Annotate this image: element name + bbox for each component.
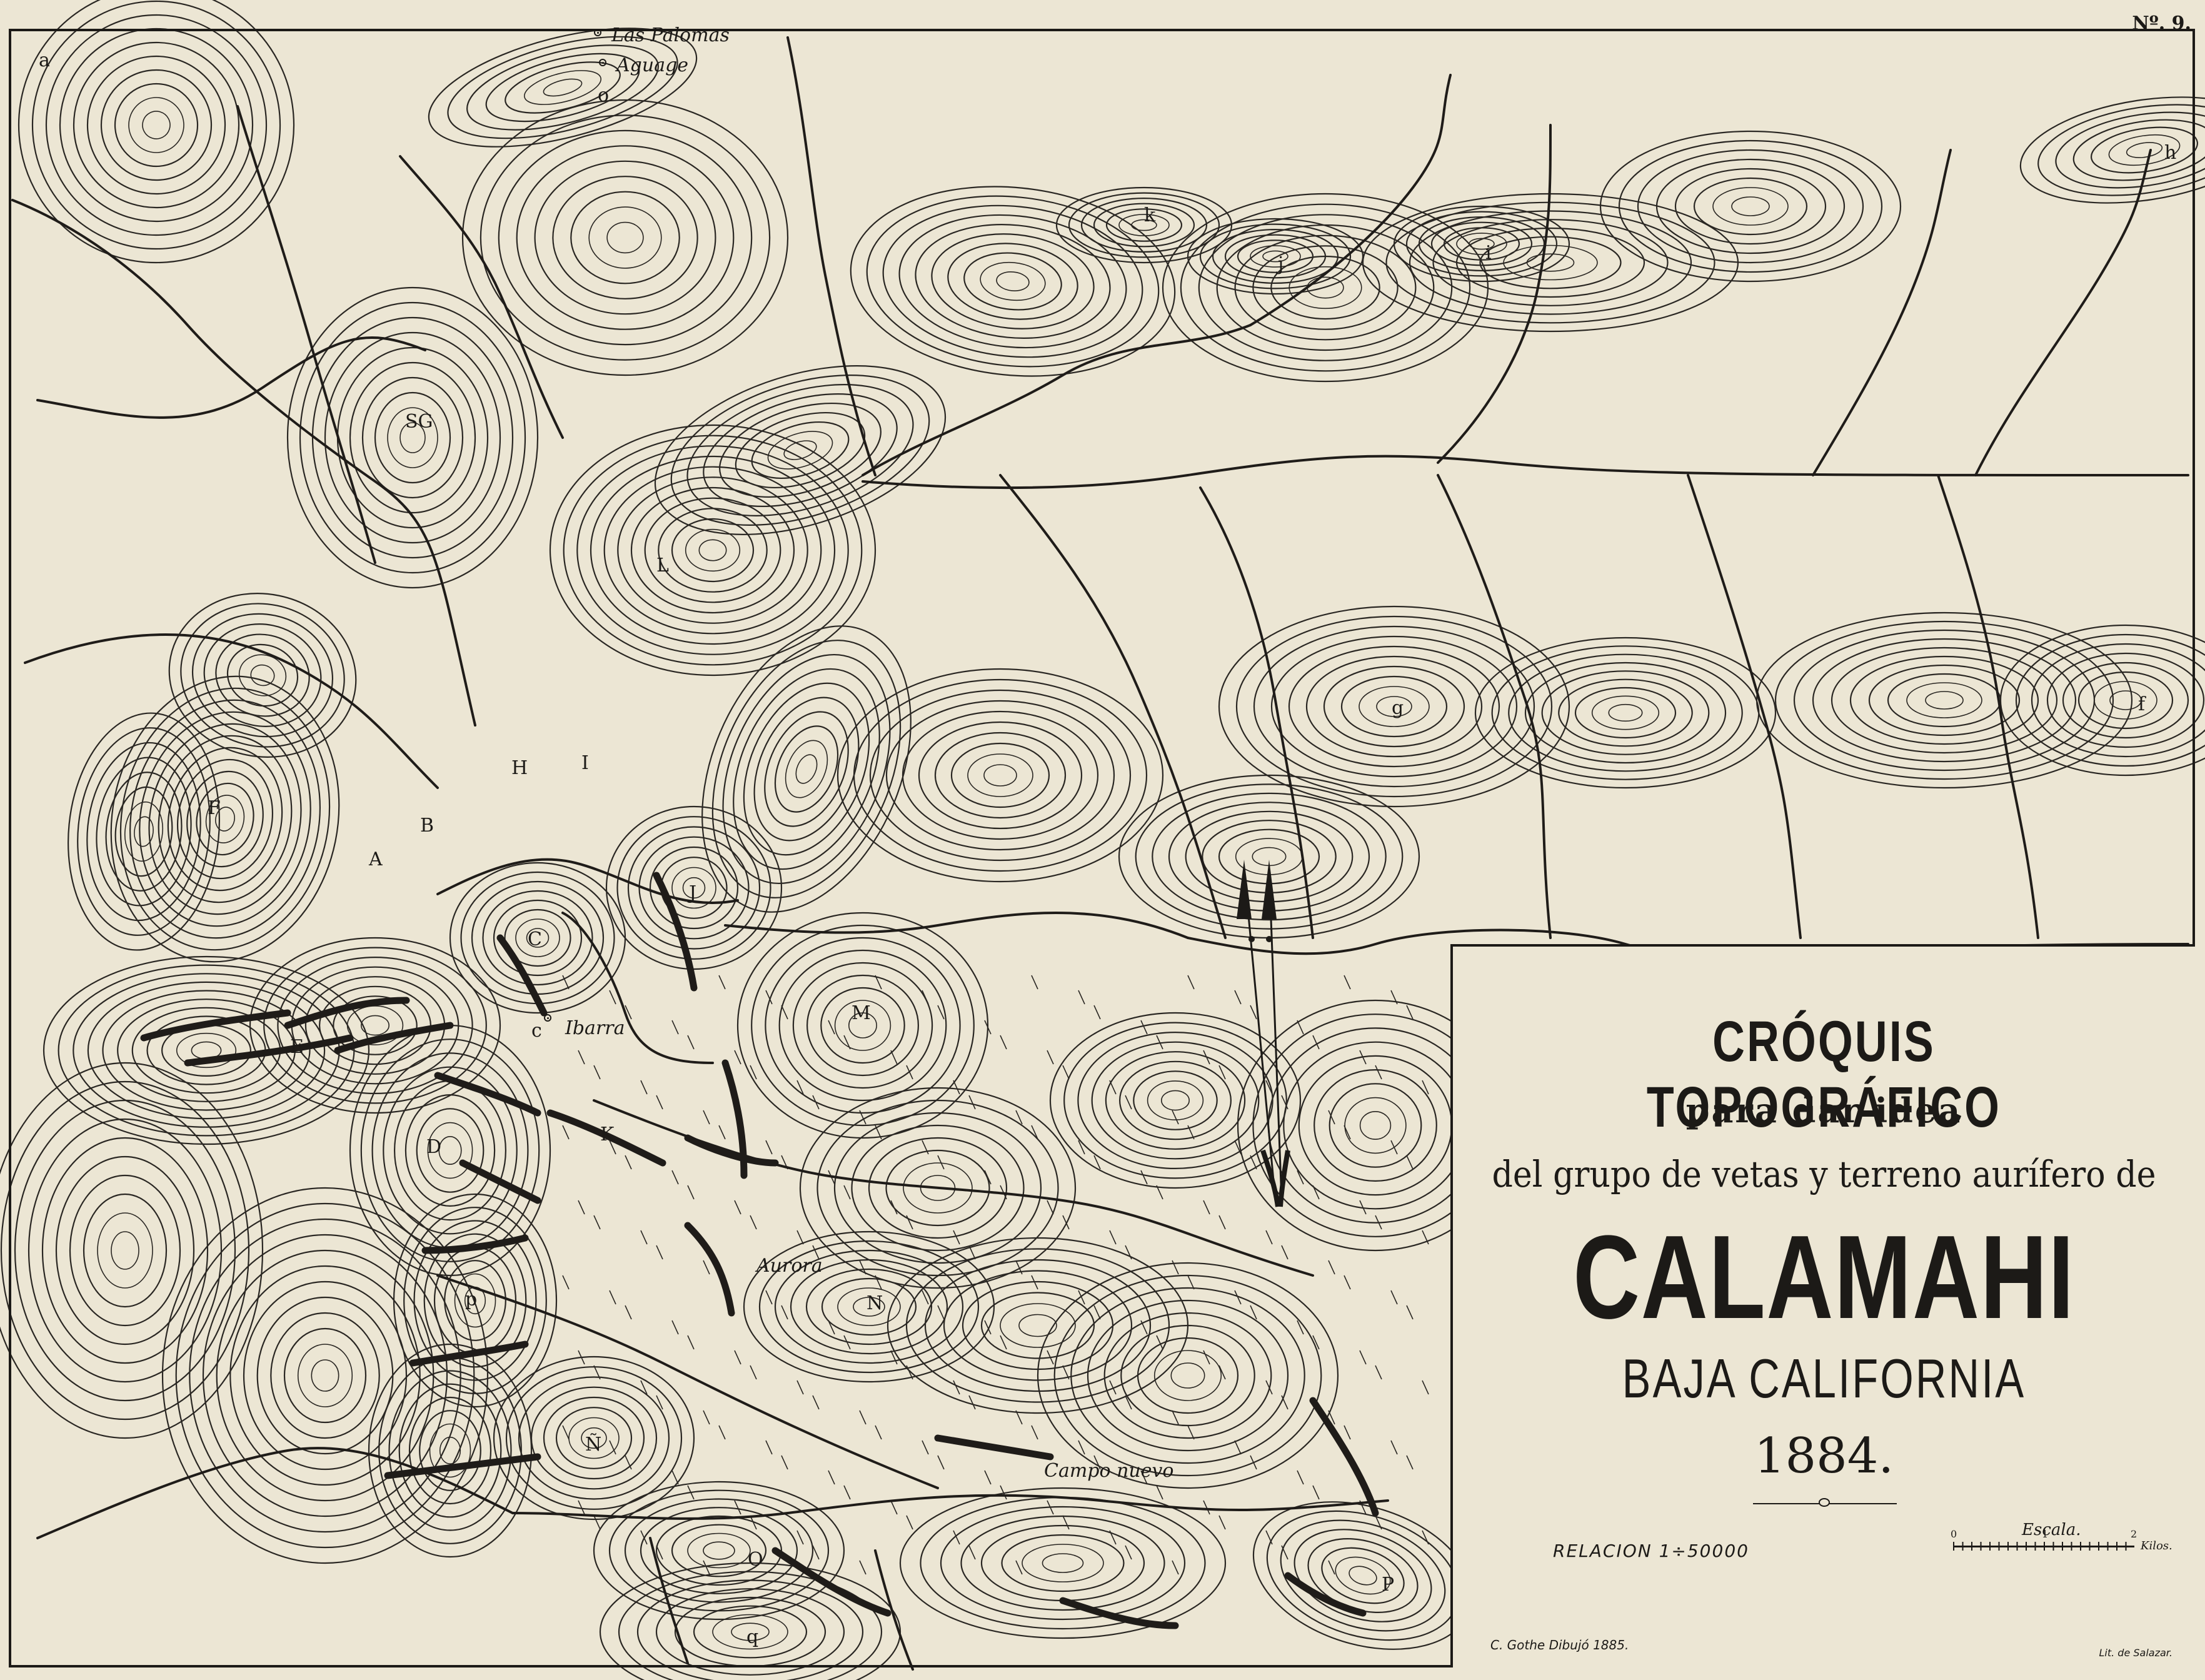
- point-label: J: [689, 882, 697, 904]
- title-line-4: CALAMAHI: [1573, 1211, 2075, 1344]
- map-frame: [9, 29, 2195, 1667]
- point-label: D: [426, 1136, 442, 1158]
- hachure-marks: [562, 975, 1429, 1575]
- point-label: a: [39, 49, 50, 71]
- point-label: C: [528, 928, 542, 950]
- point-label: L: [656, 555, 669, 576]
- ornament-dot: [1819, 1498, 1830, 1507]
- place-aurora: Aurora: [756, 1255, 823, 1277]
- scale-ticks: [1953, 1542, 2134, 1551]
- gold-veins: [140, 872, 1379, 1629]
- lithographer-credit: Lit. de Salazar.: [2099, 1647, 2173, 1659]
- draughtsman-credit: C. Gothe Dibujó 1885.: [1490, 1637, 1629, 1652]
- point-label: A: [369, 848, 383, 870]
- point-label: E: [290, 1036, 304, 1058]
- title-line-5: BAJA CALIFORNIA: [1622, 1347, 2026, 1409]
- title-cartouche: CRÓQUIS TOPOGRÁFICO para dar idea del gr…: [1450, 944, 2195, 1667]
- title-line-1: CRÓQUIS TOPOGRÁFICO: [1646, 1010, 2002, 1139]
- scale-number: 2: [2131, 1528, 2137, 1540]
- point-label: j: [1278, 253, 1284, 275]
- point-label: M: [851, 1002, 871, 1024]
- north-arrow: [1237, 860, 1290, 1207]
- place-aguage: Aguage: [616, 54, 689, 76]
- plate-number: Nº. 9.: [2132, 13, 2191, 34]
- point-label: Ñ: [585, 1434, 602, 1456]
- drainage-lines: [11, 36, 2189, 1671]
- scale-unit: Kilos.: [2141, 1539, 2172, 1552]
- point-label: B: [420, 815, 434, 837]
- point-label: O: [748, 1549, 763, 1571]
- title-line-2: para dar idea: [1685, 1090, 1962, 1130]
- point-label: c: [531, 1020, 542, 1042]
- point-label: f: [2138, 693, 2146, 715]
- place-las-palomas: Las Palomas: [611, 24, 730, 46]
- scale-bar: 0 1 2: [1951, 1528, 2137, 1551]
- place-ibarra: Ibarra: [565, 1017, 625, 1039]
- point-label: k: [1144, 204, 1156, 226]
- title-line-6: 1884.: [1754, 1428, 1894, 1484]
- point-label: SG: [405, 411, 433, 433]
- point-label: I: [581, 752, 589, 774]
- well-icon: [594, 29, 601, 36]
- point-label: F: [208, 797, 221, 819]
- place-campo-nuevo: Campo nuevo: [1044, 1460, 1174, 1482]
- point-label: q: [746, 1626, 759, 1648]
- well-icon: [599, 59, 606, 66]
- scale-number: 0: [1951, 1528, 1957, 1540]
- point-label: N: [866, 1292, 883, 1314]
- point-label: o: [598, 84, 610, 106]
- point-label: p: [465, 1289, 478, 1310]
- point-label: h: [2164, 142, 2177, 164]
- title-line-3: del grupo de vetas y terreno aurífero de: [1492, 1153, 2156, 1195]
- well-icon: [544, 1014, 551, 1022]
- point-label: g: [1392, 697, 1404, 719]
- scale-number: 1: [2042, 1528, 2049, 1540]
- point-label: i: [1485, 242, 1492, 264]
- ratio-text: RELACION 1÷50000: [1553, 1541, 1749, 1561]
- point-label: P: [1382, 1574, 1395, 1596]
- point-label: H: [511, 757, 528, 779]
- scale-title: Escala.: [2022, 1521, 2081, 1539]
- point-label: K: [600, 1124, 615, 1145]
